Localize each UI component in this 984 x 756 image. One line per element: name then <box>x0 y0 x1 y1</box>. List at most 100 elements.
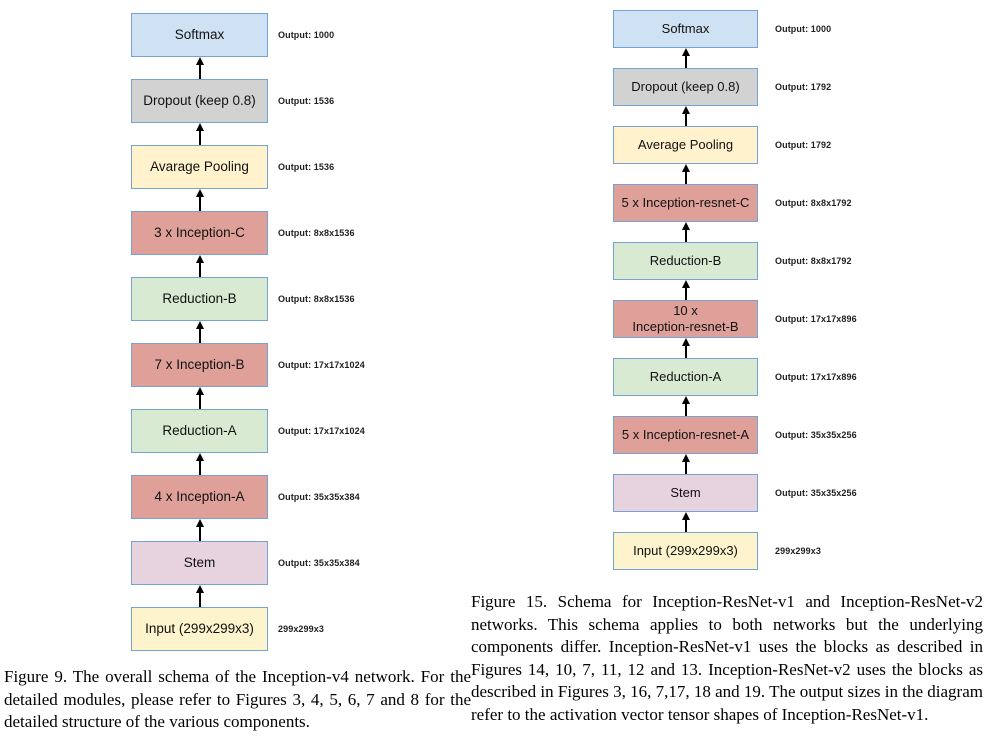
up-arrow <box>613 280 758 300</box>
output-label: Output: 17x17x1024 <box>278 360 365 370</box>
node-label: 10 x Inception-resnet-B <box>632 303 739 334</box>
up-arrow <box>613 48 758 68</box>
node-label: 4 x Inception-A <box>154 489 245 504</box>
node-label: Reduction-A <box>162 423 237 438</box>
up-arrow <box>613 454 758 474</box>
fig15-box-reduction-b: Reduction-B <box>613 242 758 280</box>
fig15-box-average-pooling: Average Pooling <box>613 126 758 164</box>
output-label: 299x299x3 <box>775 546 821 556</box>
fig9-box-dropout: Dropout (keep 0.8) <box>131 79 268 123</box>
fig15-box-input: Input (299x299x3) <box>613 532 758 570</box>
fig9-box-inception-a: 4 x Inception-A <box>131 475 268 519</box>
fig15-node-inception-resnet-c: 5 x Inception-resnet-C Output: 8x8x1792 <box>613 184 852 222</box>
output-label: Output: 8x8x1792 <box>775 198 852 208</box>
fig15-node-average-pooling: Average Pooling Output: 1792 <box>613 126 831 164</box>
node-label: Dropout (keep 0.8) <box>631 79 740 94</box>
node-label: 5 x Inception-resnet-C <box>621 195 750 210</box>
up-arrow <box>613 338 758 358</box>
fig9-box-stem: Stem <box>131 541 268 585</box>
output-label: Output: 1000 <box>278 30 335 40</box>
output-label: Output: 1536 <box>278 162 335 172</box>
fig15-box-inception-resnet-b: 10 x Inception-resnet-B <box>613 300 758 338</box>
fig9-box-average-pooling: Avarage Pooling <box>131 145 268 189</box>
output-label: Output: 35x35x384 <box>278 558 360 568</box>
fig9-node-inception-c: 3 x Inception-C Output: 8x8x1536 <box>131 211 355 255</box>
up-arrow <box>613 222 758 242</box>
fig9-node-reduction-b: Reduction-B Output: 8x8x1536 <box>131 277 355 321</box>
output-label: Output: 17x17x896 <box>775 372 857 382</box>
fig9-node-softmax: Softmax Output: 1000 <box>131 13 334 57</box>
up-arrow <box>613 396 758 416</box>
up-arrow <box>613 512 758 532</box>
up-arrow <box>131 453 268 475</box>
figure15-caption: Figure 15. Schema for Inception-ResNet-v… <box>471 592 983 724</box>
fig15-node-reduction-a: Reduction-A Output: 17x17x896 <box>613 358 857 396</box>
up-arrow <box>131 519 268 541</box>
fig9-box-input: Input (299x299x3) <box>131 607 268 651</box>
output-label: Output: 17x17x896 <box>775 314 857 324</box>
fig9-node-inception-b: 7 x Inception-B Output: 17x17x1024 <box>131 343 365 387</box>
fig15-node-input: Input (299x299x3) 299x299x3 <box>613 532 821 570</box>
fig15-node-inception-resnet-a: 5 x Inception-resnet-A Output: 35x35x256 <box>613 416 857 454</box>
fig15-box-inception-resnet-c: 5 x Inception-resnet-C <box>613 184 758 222</box>
fig9-node-reduction-a: Reduction-A Output: 17x17x1024 <box>131 409 365 453</box>
up-arrow <box>131 189 268 211</box>
up-arrow <box>131 57 268 79</box>
fig15-box-reduction-a: Reduction-A <box>613 358 758 396</box>
node-label: Softmax <box>661 21 710 36</box>
fig9-node-dropout: Dropout (keep 0.8) Output: 1536 <box>131 79 334 123</box>
node-label: Stem <box>183 555 216 570</box>
fig9-node-average-pooling: Avarage Pooling Output: 1536 <box>131 145 334 189</box>
node-label: Average Pooling <box>637 137 734 152</box>
fig9-box-softmax: Softmax <box>131 13 268 57</box>
node-label: 5 x Inception-resnet-A <box>621 427 750 442</box>
fig15-node-inception-resnet-b: 10 x Inception-resnet-B Output: 17x17x89… <box>613 300 857 338</box>
up-arrow <box>613 164 758 184</box>
node-label: Softmax <box>174 27 225 42</box>
node-label: Reduction-A <box>649 369 722 384</box>
fig15-node-dropout: Dropout (keep 0.8) Output: 1792 <box>613 68 831 106</box>
output-label: Output: 8x8x1792 <box>775 256 852 266</box>
fig9-box-inception-b: 7 x Inception-B <box>131 343 268 387</box>
output-label: Output: 17x17x1024 <box>278 426 365 436</box>
node-label: Stem <box>670 485 701 500</box>
fig9-node-input: Input (299x299x3) 299x299x3 <box>131 607 324 651</box>
fig9-box-inception-c: 3 x Inception-C <box>131 211 268 255</box>
fig15-node-stem: Stem Output: 35x35x256 <box>613 474 857 512</box>
fig15-box-stem: Stem <box>613 474 758 512</box>
up-arrow <box>131 123 268 145</box>
fig9-node-inception-a: 4 x Inception-A Output: 35x35x384 <box>131 475 360 519</box>
fig9-box-reduction-b: Reduction-B <box>131 277 268 321</box>
node-label: Input (299x299x3) <box>633 543 738 558</box>
figure9-diagram: Softmax Output: 1000 Dropout (keep 0.8) … <box>131 13 365 651</box>
node-label: 7 x Inception-B <box>154 357 245 372</box>
node-label: 3 x Inception-C <box>154 225 245 240</box>
fig15-box-softmax: Softmax <box>613 10 758 48</box>
fig15-node-softmax: Softmax Output: 1000 <box>613 10 831 48</box>
up-arrow <box>131 387 268 409</box>
output-label: Output: 1536 <box>278 96 335 106</box>
node-label: Input (299x299x3) <box>145 621 254 636</box>
output-label: Output: 1792 <box>775 82 832 92</box>
node-label: Reduction-B <box>649 253 722 268</box>
fig15-box-dropout: Dropout (keep 0.8) <box>613 68 758 106</box>
up-arrow <box>131 321 268 343</box>
fig9-box-reduction-a: Reduction-A <box>131 409 268 453</box>
up-arrow <box>131 255 268 277</box>
fig9-node-stem: Stem Output: 35x35x384 <box>131 541 360 585</box>
node-label: Reduction-B <box>162 291 237 306</box>
output-label: Output: 8x8x1536 <box>278 294 355 304</box>
figure15-diagram: Softmax Output: 1000 Dropout (keep 0.8) … <box>613 10 857 570</box>
node-label: Avarage Pooling <box>150 159 249 174</box>
fig15-box-inception-resnet-a: 5 x Inception-resnet-A <box>613 416 758 454</box>
node-label: Dropout (keep 0.8) <box>143 93 256 108</box>
output-label: Output: 8x8x1536 <box>278 228 355 238</box>
output-label: Output: 1792 <box>775 140 832 150</box>
output-label: Output: 35x35x384 <box>278 492 360 502</box>
fig15-node-reduction-b: Reduction-B Output: 8x8x1792 <box>613 242 852 280</box>
up-arrow <box>131 585 268 607</box>
output-label: Output: 35x35x256 <box>775 488 857 498</box>
up-arrow <box>613 106 758 126</box>
figure9-caption: Figure 9. The overall schema of the Ince… <box>4 667 471 731</box>
